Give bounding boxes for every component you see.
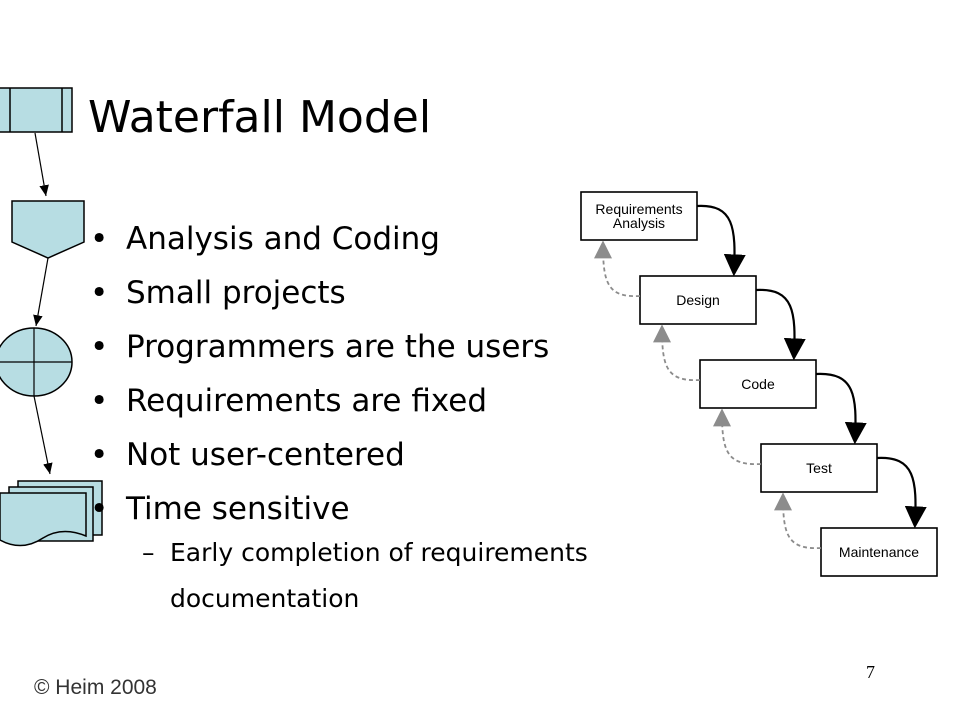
sub-bullet-item: –Early completion of requirements docume…: [142, 530, 588, 622]
slide-title: Waterfall Model: [88, 92, 432, 143]
footer-copyright: © Heim 2008: [34, 676, 157, 699]
bullet-marker: •: [90, 329, 109, 365]
sub-bullet-marker: –: [142, 538, 155, 567]
feedback-arrow: [713, 408, 762, 465]
bullet-marker: •: [90, 437, 109, 473]
offpage-connector-icon: [11, 200, 85, 259]
bullet-list: • Analysis and Coding • Small projects • Pr…: [90, 212, 549, 536]
bullet-item: • Small projects: [90, 266, 549, 320]
forward-flow-arrow: [755, 288, 806, 361]
bullet-text: Time sensitive: [126, 491, 350, 527]
forward-flow-arrow: [815, 372, 867, 445]
page-number: 7: [866, 662, 875, 682]
process-shape-icon: [0, 87, 73, 133]
bullet-marker: •: [90, 275, 109, 311]
multi-document-icon: [0, 480, 103, 547]
bullet-text: Small projects: [126, 275, 346, 311]
flow-connector: [33, 395, 53, 475]
bullet-item: • Requirements are fixed: [90, 374, 549, 428]
bullet-item: • Analysis and Coding: [90, 212, 549, 266]
stage-box: [639, 275, 757, 325]
summing-junction-icon: [0, 327, 73, 397]
stage-label: Maintenance: [839, 544, 919, 560]
waterfall-diagram: RequirementsAnalysisDesignCodeTestMainte…: [580, 191, 938, 577]
sub-bullet-text-line2: documentation: [170, 584, 360, 613]
forward-flow-arrow: [876, 456, 927, 529]
stage-box: [760, 443, 878, 493]
bullet-marker: •: [90, 383, 109, 419]
forward-flow-arrow: [696, 204, 746, 277]
bullet-text: Programmers are the users: [126, 329, 550, 365]
bullet-text: Analysis and Coding: [126, 221, 440, 257]
flow-connector: [34, 132, 49, 197]
bullet-marker: •: [90, 221, 109, 257]
bullet-text: Requirements are fixed: [126, 383, 488, 419]
sub-bullet-list: –Early completion of requirements docume…: [142, 530, 588, 622]
stage-label: Design: [676, 292, 720, 308]
feedback-arrow: [594, 240, 641, 297]
flow-connector: [33, 257, 49, 327]
bullet-item: • Time sensitive: [90, 482, 549, 536]
stage-box: [820, 527, 938, 577]
stage-label: Test: [806, 460, 832, 476]
bullet-item: • Programmers are the users: [90, 320, 549, 374]
flowchart-decoration: [0, 87, 103, 547]
stage-label: Requirements: [595, 201, 682, 217]
feedback-arrow: [774, 492, 822, 549]
bullet-text: Not user-centered: [126, 437, 405, 473]
sub-bullet-text-line1: Early completion of requirements: [170, 538, 588, 567]
bullet-item: • Not user-centered: [90, 428, 549, 482]
stage-box: [580, 191, 698, 241]
stage-label: Code: [741, 376, 775, 392]
bullet-marker: •: [90, 491, 109, 527]
stage-label: Analysis: [613, 215, 665, 231]
feedback-arrow: [653, 324, 701, 381]
stage-box: [699, 359, 817, 409]
